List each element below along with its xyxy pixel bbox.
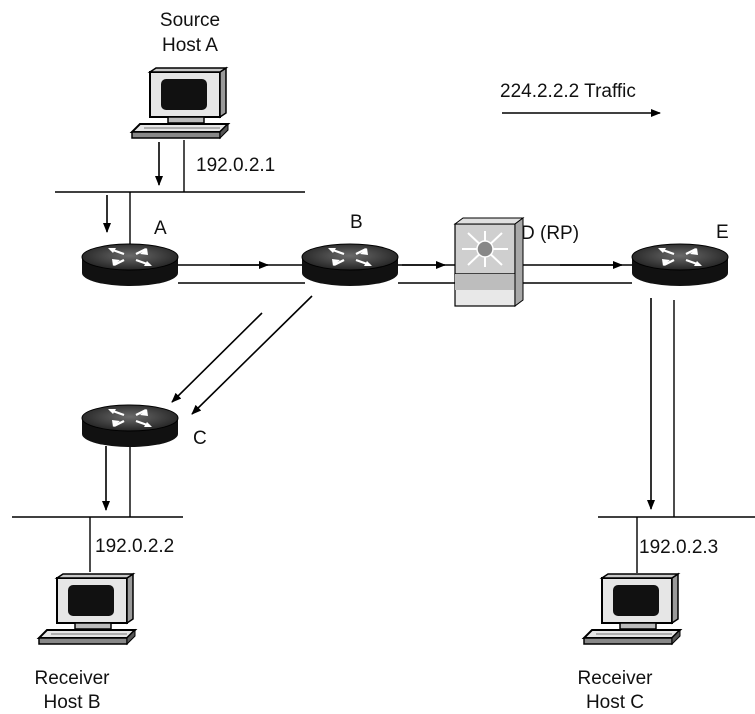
source-host-ip: 192.0.2.1 [196,155,275,176]
router-a-label: A [154,218,167,239]
source-host-label-line2: Host A [162,35,218,56]
source-host-label-line1: Source [160,10,220,31]
receiver-b-label-line2: Host B [43,692,100,713]
receiver-b-label-line1: Receiver [35,668,111,689]
receiver-host-c-computer-icon [583,573,681,645]
router-c-label: C [193,428,207,449]
traffic-arrow-b-c-1 [171,312,263,403]
switch-d-rp-icon [453,217,525,307]
receiver-c-label-line1: Receiver [578,668,654,689]
router-b-icon [300,242,400,288]
source-host-a-computer-icon [131,67,229,139]
router-c-icon [80,403,180,449]
receiver-c-ip: 192.0.2.3 [639,537,718,558]
router-b-label: B [350,212,363,233]
receiver-c-label-line2: Host C [586,692,644,713]
receiver-b-ip: 192.0.2.2 [95,536,174,557]
router-d-label: D (RP) [521,223,579,244]
router-e-icon [630,242,730,288]
traffic-arrow-b-c-2 [191,295,313,415]
router-e-label: E [716,222,729,243]
router-a-icon [80,242,180,288]
traffic-legend-label: 224.2.2.2 Traffic [500,81,636,102]
receiver-host-b-computer-icon [38,573,136,645]
